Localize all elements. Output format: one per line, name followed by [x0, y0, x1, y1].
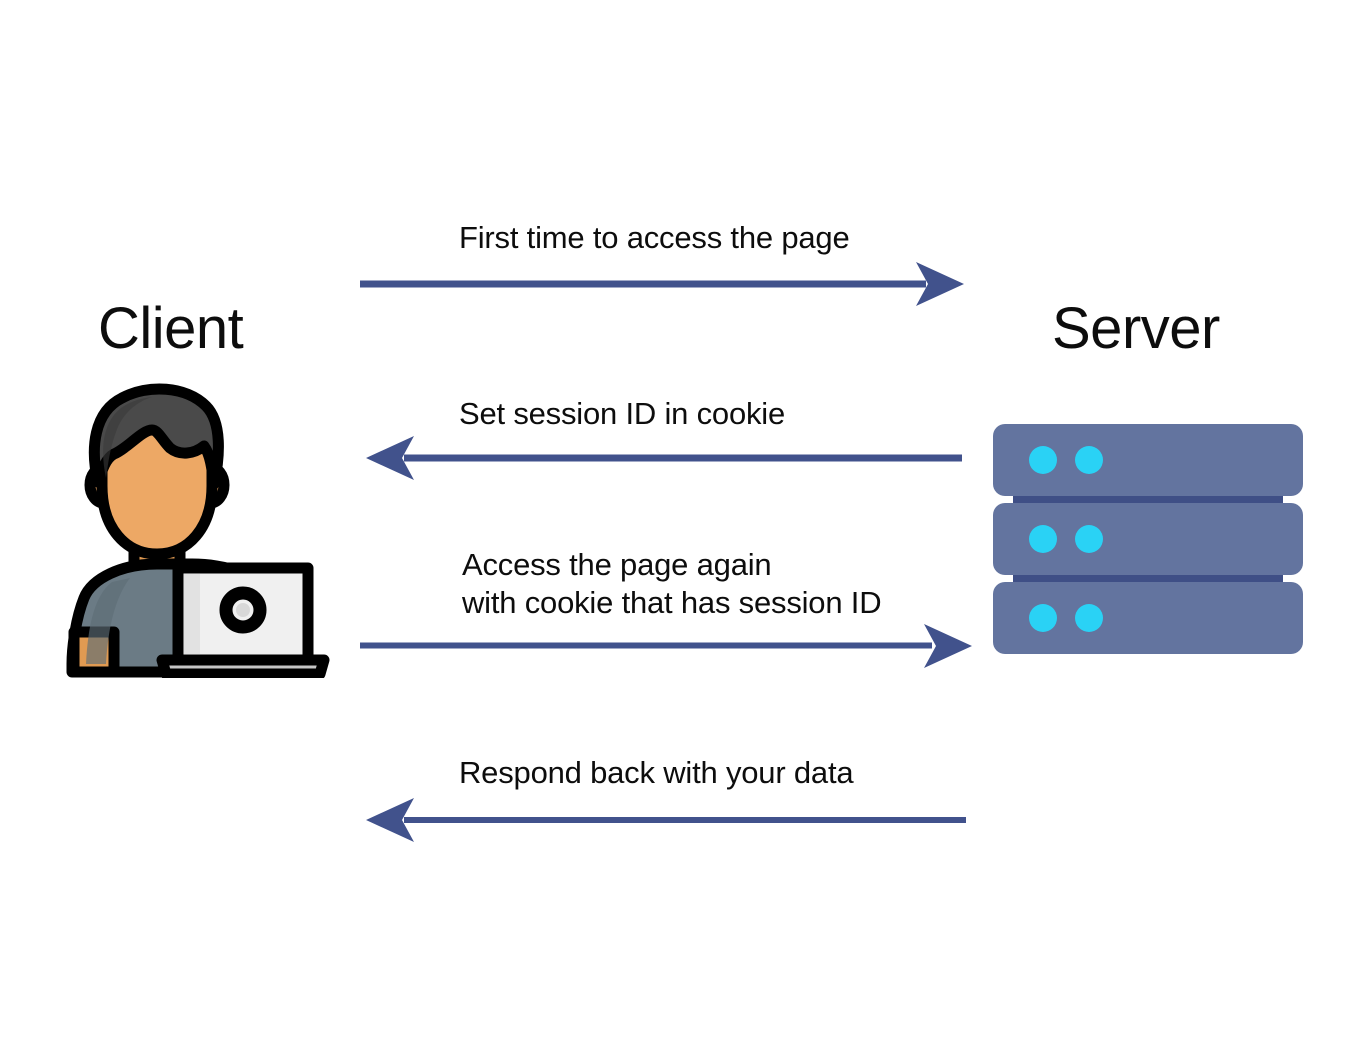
server-rack-icon: [993, 424, 1303, 654]
message-label-1: First time to access the page: [459, 220, 850, 255]
message-arrow-4: [366, 798, 966, 842]
message-label-2: Set session ID in cookie: [459, 396, 786, 431]
message-label-3: Access the page again with cookie that h…: [462, 547, 882, 620]
client-person-with-laptop-icon: [62, 382, 344, 678]
message-arrow-2: [366, 436, 962, 480]
client-node-label: Client: [98, 296, 244, 361]
message-arrow-3: [360, 624, 972, 668]
server-node-label: Server: [1052, 296, 1220, 361]
message-label-4: Respond back with your data: [459, 755, 854, 790]
message-arrow-1: [360, 262, 964, 306]
